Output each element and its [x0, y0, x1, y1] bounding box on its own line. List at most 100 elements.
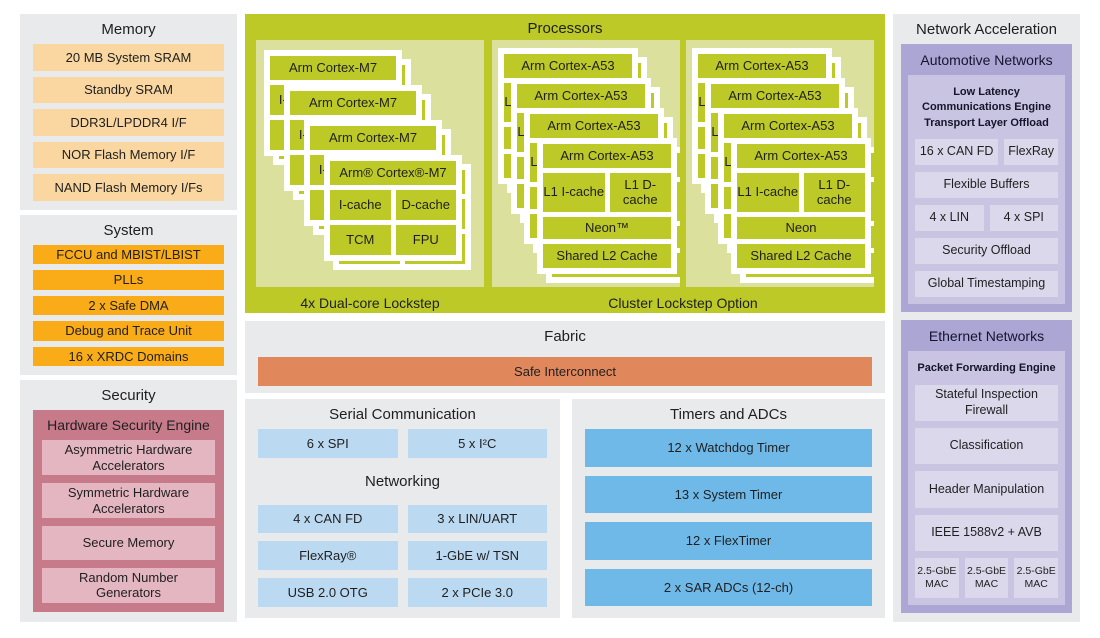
gbe-mac: 2.5-GbE MAC [915, 558, 959, 598]
a53-core-title: Arm Cortex-A53 [543, 144, 671, 168]
fabric-title: Fabric [544, 328, 586, 345]
m7-core-title: Arm Cortex-M7 [270, 56, 396, 80]
pfe-title: Packet Forwarding Engine [917, 362, 1056, 375]
security-item: Symmetric Hardware Accelerators [42, 483, 215, 519]
networking-item: 3 x LIN/UART [407, 504, 547, 534]
llce-global-timestamping: Global Timestamping [915, 271, 1058, 298]
processors-box: Processors Arm Cortex-M7 I-cache D-cache… [245, 14, 885, 313]
a53-core-title: Arm Cortex-A53 [724, 114, 852, 138]
llce-title: Low Latency Communications Engine Transp… [922, 86, 1051, 129]
timer-item: 13 x System Timer [585, 475, 872, 513]
a53-core-title: Arm Cortex-A53 [711, 84, 839, 108]
memory-items: 20 MB System SRAM Standby SRAM DDR3L/LPD… [33, 44, 224, 201]
llce-security-offload: Security Offload [915, 238, 1058, 265]
serial-title: Serial Communication [329, 406, 476, 423]
network-acceleration-panel: Network Acceleration Automotive Networks… [893, 14, 1080, 622]
a53-neon: Neon™ [543, 217, 671, 239]
a53-l1-icache: L1 I-cache [543, 173, 605, 212]
llce-canfd: 16 x CAN FD [915, 139, 999, 166]
hardware-security-engine: Hardware Security Engine Asymmetric Hard… [33, 410, 224, 612]
serial-item: 6 x SPI [258, 429, 398, 458]
pfe-firewall: Stateful Inspection Firewall [915, 384, 1058, 421]
networking-item: USB 2.0 OTG [258, 578, 398, 607]
a53-core-title: Arm Cortex-A53 [504, 54, 632, 78]
llce-lin: 4 x LIN [915, 205, 984, 232]
safe-interconnect-bar: Safe Interconnect [258, 357, 872, 386]
system-item: Debug and Trace Unit [33, 321, 224, 341]
m7-core-title: Arm® Cortex®-M7 [330, 161, 456, 185]
llce-panel: Low Latency Communications Engine Transp… [908, 75, 1065, 305]
system-panel: System FCCU and MBIST/LBIST PLLs 2 x Saf… [20, 215, 237, 375]
a53-core-title: Arm Cortex-A53 [698, 54, 826, 78]
networking-item: FlexRay® [258, 541, 398, 571]
networking-title: Networking [364, 472, 441, 490]
m7-core-title: Arm Cortex-M7 [290, 91, 416, 115]
network-acceleration-title: Network Acceleration [916, 21, 1057, 38]
a53-cluster-panel-1: Arm Cortex-A53 L1 I-cache L1 D-cache Neo… [492, 40, 680, 287]
timer-item: 2 x SAR ADCs (12-ch) [585, 568, 872, 606]
serial-item: 5 x I²C [407, 429, 547, 458]
memory-item: Standby SRAM [33, 76, 224, 104]
security-item: Asymmetric Hardware Accelerators [42, 440, 215, 476]
fabric-panel: Fabric Safe Interconnect [245, 321, 885, 393]
a53-l1-dcache: L1 D-cache [609, 173, 671, 212]
pfe-ieee1588-avb: IEEE 1588v2 + AVB [915, 514, 1058, 551]
memory-item: NOR Flash Memory I/F [33, 141, 224, 169]
pfe-classification: Classification [915, 427, 1058, 465]
system-item: FCCU and MBIST/LBIST [33, 245, 224, 265]
a53-core-card-front: Arm Cortex-A53 L1 I-cache L1 D-cache Neo… [731, 138, 871, 274]
networking-item: 2 x PCIe 3.0 [407, 578, 547, 607]
a53-l2-cache: Shared L2 Cache [737, 244, 865, 268]
ethernet-networks-box: Ethernet Networks Packet Forwarding Engi… [901, 320, 1072, 613]
system-items: FCCU and MBIST/LBIST PLLs 2 x Safe DMA D… [33, 245, 224, 367]
system-item: 2 x Safe DMA [33, 295, 224, 316]
llce-spi: 4 x SPI [989, 205, 1058, 232]
a53-l2-cache: Shared L2 Cache [543, 244, 671, 268]
serial-communication-panel: Serial Communication 6 x SPI 5 x I²C Net… [245, 399, 560, 618]
a53-l1-dcache: L1 D-cache [803, 173, 865, 212]
memory-item: NAND Flash Memory I/Fs [33, 174, 224, 201]
memory-panel: Memory 20 MB System SRAM Standby SRAM DD… [20, 14, 237, 210]
llce-flexible-buffers: Flexible Buffers [915, 172, 1058, 199]
security-item: Secure Memory [42, 526, 215, 560]
security-title: Security [101, 387, 156, 404]
a53-core-title: Arm Cortex-A53 [517, 84, 645, 108]
a53-core-title: Arm Cortex-A53 [530, 114, 658, 138]
security-item: Random Number Generators [42, 567, 215, 603]
llce-flexray: FlexRay [1004, 139, 1058, 166]
a53-l1-icache: L1 I-cache [737, 173, 799, 212]
m7-icache: I-cache [330, 190, 391, 220]
ethernet-networks-title: Ethernet Networks [928, 328, 1045, 345]
processors-title: Processors [527, 20, 603, 37]
security-panel: Security Hardware Security Engine Asymme… [20, 380, 237, 622]
a53-core-title: Arm Cortex-A53 [737, 144, 865, 168]
m7-core-card-front: Arm® Cortex®-M7 I-cache D-cache TCM FPU [324, 155, 462, 261]
gbe-mac: 2.5-GbE MAC [964, 558, 1009, 598]
timer-item: 12 x Watchdog Timer [585, 429, 872, 467]
automotive-networks-title: Automotive Networks [920, 52, 1053, 68]
memory-item: 20 MB System SRAM [33, 44, 224, 71]
m7-tcm: TCM [330, 225, 391, 255]
timer-item: 12 x FlexTimer [585, 522, 872, 560]
a53-neon: Neon [737, 217, 865, 239]
pfe-panel: Packet Forwarding Engine Stateful Inspec… [908, 351, 1065, 605]
m7-core-title: Arm Cortex-M7 [310, 126, 436, 150]
memory-item: DDR3L/LPDDR4 I/F [33, 109, 224, 136]
m7-fpu: FPU [395, 225, 456, 255]
automotive-networks-box: Automotive Networks Low Latency Communic… [901, 44, 1072, 313]
m7-lockstep-label: 4x Dual-core Lockstep [300, 295, 440, 311]
timers-adcs-panel: Timers and ADCs 12 x Watchdog Timer 13 x… [572, 399, 885, 618]
hse-title: Hardware Security Engine [47, 417, 210, 433]
m7-dcache: D-cache [395, 190, 456, 220]
system-title: System [103, 222, 154, 239]
system-item: 16 x XRDC Domains [33, 346, 224, 367]
a53-core-card-front: Arm Cortex-A53 L1 I-cache L1 D-cache Neo… [537, 138, 677, 274]
networking-item: 4 x CAN FD [258, 504, 398, 534]
m7-cluster-panel: Arm Cortex-M7 I-cache D-cache TCM FPU Ar… [256, 40, 484, 287]
networking-item: 1-GbE w/ TSN [407, 541, 547, 571]
pfe-header-manipulation: Header Manipulation [915, 471, 1058, 508]
memory-title: Memory [101, 21, 156, 38]
system-item: PLLs [33, 270, 224, 290]
timers-title: Timers and ADCs [670, 406, 787, 423]
